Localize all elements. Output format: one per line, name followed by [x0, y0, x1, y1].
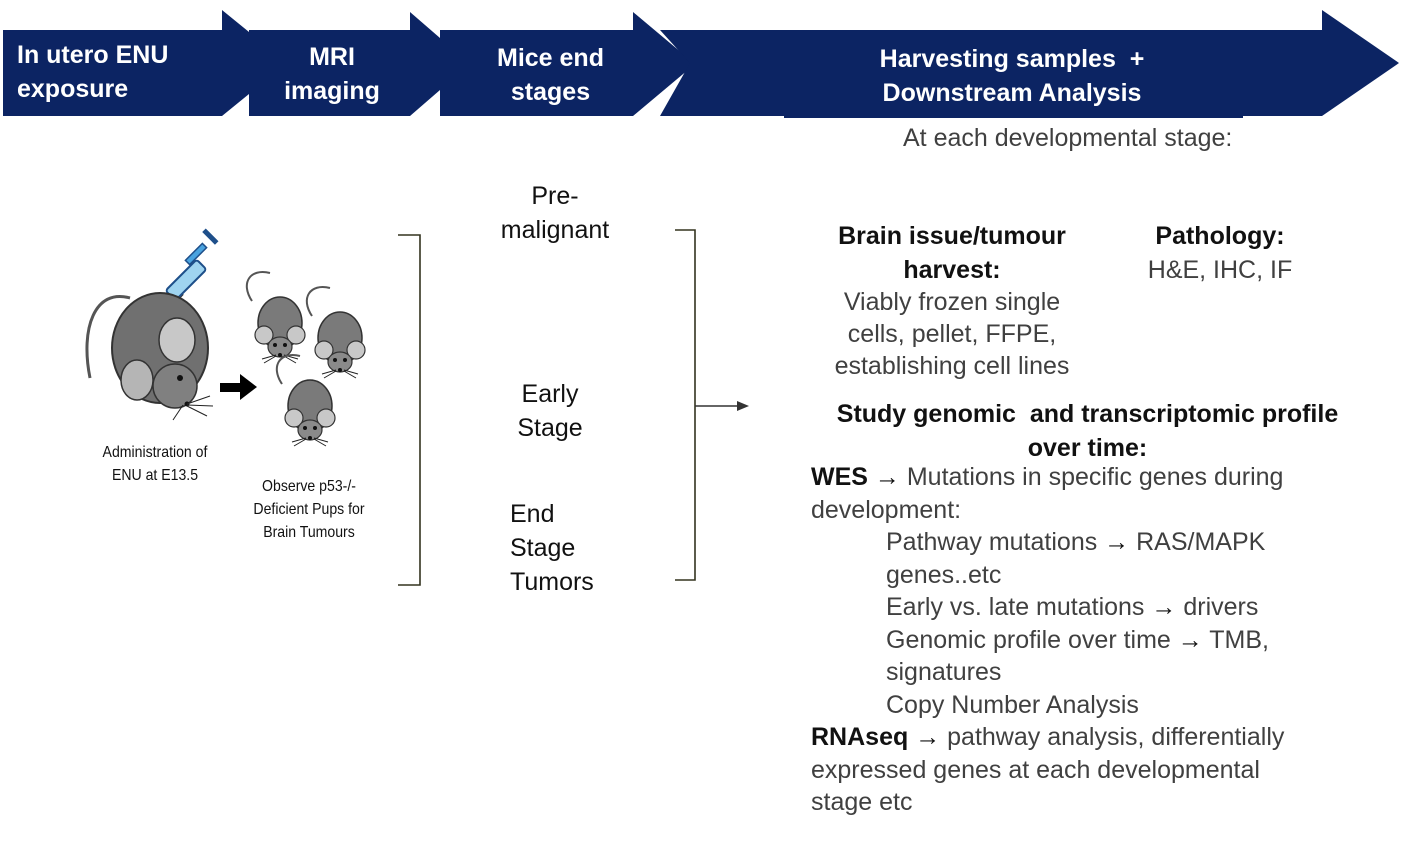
sub-genomic-a: Genomic profile over time	[886, 625, 1178, 654]
sub-pathway-a: Pathway mutations	[886, 528, 1105, 556]
step-3-line1: Mice end	[497, 44, 604, 72]
chevron-step-3	[440, 12, 695, 116]
arrow-icon: →	[1151, 593, 1177, 621]
sub-pathway: Pathway mutations → RAS/MAPK	[811, 526, 1371, 559]
stage-early: Early Stage	[480, 377, 620, 445]
step-3-label: Mice end stages	[468, 41, 633, 109]
caption-observe: Observe p53-/- Deficient Pups for Brain …	[238, 475, 381, 544]
stage-end-line1: End	[510, 500, 555, 528]
caption-admin-line2: ENU at E13.5	[111, 467, 199, 484]
sub-early-b: drivers	[1176, 593, 1259, 621]
study-title: Study genomic and transcriptomic profile…	[800, 397, 1375, 465]
pup-mouse-icon-1	[245, 271, 306, 364]
step-4-line2: Downstream Analysis	[882, 79, 1142, 107]
rna-line2: expressed genes at each developmental	[811, 755, 1260, 784]
harvest-title-line1: Brain issue/tumour	[838, 222, 1066, 250]
step-4-label: Harvesting samples + Downstream Analysis	[812, 42, 1212, 110]
sub-genomic-b: TMB,	[1202, 625, 1269, 654]
sub-pathway-b: RAS/MAPK	[1129, 528, 1266, 556]
step-2-label: MRI imaging	[262, 40, 402, 108]
harvest-block: Brain issue/tumour harvest: Viably froze…	[812, 219, 1092, 383]
step-1-line1: In utero ENU	[17, 41, 169, 69]
mice-illustration	[85, 228, 366, 447]
wes-text: Mutations in specific genes during	[899, 463, 1284, 491]
wes-line2: development:	[811, 495, 962, 524]
step-2-line2: imaging	[284, 77, 380, 105]
arrow-icon: →	[874, 463, 900, 491]
stage-pre-line1: Pre-	[531, 182, 579, 210]
bracket-left	[398, 234, 421, 586]
wes-block: WES → Mutations in specific genes during…	[811, 461, 1371, 819]
harvest-body-line2: cells, pellet, FFPE,	[847, 320, 1057, 348]
pathology-body: H&E, IHC, IF	[1147, 256, 1293, 284]
stage-early-line1: Early	[521, 380, 579, 408]
study-title-line2: over time:	[1027, 434, 1148, 462]
chevron-step-1	[3, 10, 287, 116]
adult-mouse-icon	[85, 292, 214, 421]
step-3-line2: stages	[510, 78, 591, 106]
stage-pre-line2: malignant	[500, 216, 610, 244]
arrow-icon: →	[915, 723, 941, 751]
bracket-right	[675, 229, 696, 581]
stage-premalignant: Pre- malignant	[470, 179, 640, 247]
wes-label: WES	[811, 463, 868, 491]
caption-administration: Administration of ENU at E13.5	[80, 441, 230, 487]
connector-arrowhead	[737, 401, 749, 411]
sub-early-a: Early vs. late mutations	[886, 593, 1152, 621]
stage-early-line2: Stage	[517, 414, 583, 442]
caption-observe-line2: Deficient Pups for	[253, 501, 365, 518]
sub-genomic-c: signatures	[886, 658, 1002, 686]
chevron-step-2	[249, 12, 470, 116]
sub-pathway-c: genes..etc	[886, 560, 1002, 589]
caption-admin-line1: Administration of	[102, 444, 208, 461]
arrow-icon: →	[1177, 625, 1203, 654]
process-banner	[3, 10, 1399, 118]
pup-mouse-icon-3	[275, 354, 336, 447]
rna-line: RNAseq → pathway analysis, differentiall…	[811, 721, 1371, 754]
arrow-icon: →	[1104, 528, 1130, 556]
sub-genomic: Genomic profile over time → TMB,	[811, 624, 1371, 657]
arrow-right-icon	[220, 374, 257, 400]
harvest-body-line3: establishing cell lines	[834, 352, 1070, 380]
caption-observe-line3: Brain Tumours	[263, 524, 355, 541]
stage-end-line2: Stage	[510, 534, 576, 562]
step-1-line2: exposure	[17, 75, 129, 103]
sub-copy: Copy Number Analysis	[886, 690, 1139, 719]
study-title-line1: Study genomic and transcriptomic profile	[836, 400, 1339, 428]
chevron-step-4	[660, 10, 1399, 118]
rna-text: pathway analysis, differentially	[940, 723, 1285, 751]
developmental-header: At each developmental stage:	[903, 124, 1233, 152]
pup-mouse-icon-2	[305, 286, 366, 379]
pathology-title: Pathology:	[1155, 222, 1285, 250]
wes-line: WES → Mutations in specific genes during	[811, 461, 1371, 494]
sub-early: Early vs. late mutations → drivers	[811, 591, 1371, 624]
rna-label: RNAseq	[811, 723, 909, 751]
stage-end-line3: Tumors	[510, 568, 594, 596]
caption-observe-line1: Observe p53-/-	[262, 478, 356, 495]
step-4-line1: Harvesting samples +	[879, 45, 1145, 73]
step-2-line1: MRI	[309, 43, 355, 71]
rna-line3: stage etc	[811, 788, 913, 816]
harvest-title-line2: harvest:	[903, 256, 1001, 284]
step-1-label: In utero ENU exposure	[17, 38, 168, 106]
stage-end: End Stage Tumors	[510, 497, 594, 599]
harvest-body-line1: Viably frozen single	[843, 288, 1061, 316]
pathology-block: Pathology: H&E, IHC, IF	[1110, 219, 1330, 287]
